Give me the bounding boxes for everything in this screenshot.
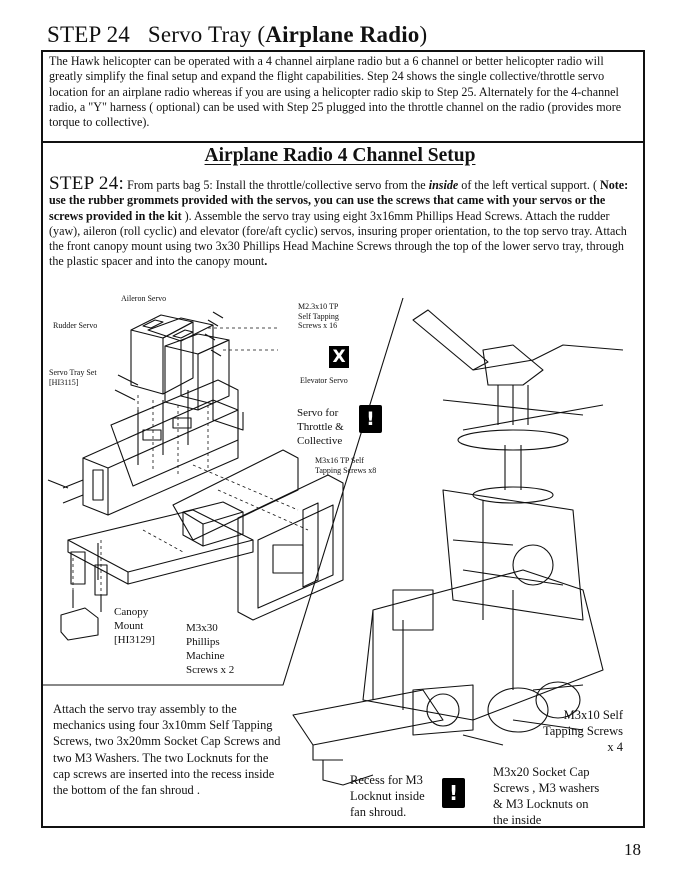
page-number: 18: [624, 840, 641, 859]
intro-paragraph: The Hawk helicopter can be operated with…: [49, 54, 622, 130]
guide-lines: [72, 327, 309, 595]
close-icon: X: [329, 346, 349, 368]
step-note: Note: use the rubber grommets provided w…: [49, 178, 629, 223]
warning-icon: !: [359, 405, 382, 433]
title-bold: Airplane Radio: [265, 22, 420, 47]
title-close: ): [419, 22, 428, 47]
step-lead: STEP 24:: [49, 173, 125, 194]
rotor-head: [412, 309, 624, 504]
title-plain: Servo Tray (: [147, 22, 266, 47]
assembly-diagram: X ! ! Aileron Servo Rudder Servo M2.3x10…: [43, 290, 643, 827]
emphasis-inside: inside: [428, 178, 459, 192]
servo-tray-set-label: Servo Tray Set[HI3115]: [49, 368, 97, 387]
elevator-servo-label: Elevator Servo: [300, 376, 348, 385]
screws-top: [47, 311, 224, 489]
assembly-illustration: [43, 297, 624, 786]
section-divider: [41, 141, 645, 143]
attachment-instructions: Attach the servo tray assembly to the me…: [53, 702, 281, 798]
content-frame: [41, 50, 645, 828]
lower-servo-tray: [67, 509, 254, 585]
canopy-mount: [60, 551, 108, 641]
warning-icon-bottom: !: [442, 778, 465, 808]
top-servos: [130, 314, 230, 411]
step-number: STEP 24: [47, 22, 130, 47]
section-title: Airplane Radio 4 Channel Setup: [204, 145, 476, 166]
aileron-servo-label: Aileron Servo: [121, 294, 167, 303]
helicopter-frame: [292, 489, 604, 786]
rudder-servo-label: Rudder Servo: [53, 321, 98, 330]
middle-frame: [172, 449, 344, 621]
page-title: STEP 24 Servo Tray (Airplane Radio): [47, 22, 427, 48]
step-instructions: STEP 24: From parts bag 5: Install the t…: [49, 173, 629, 269]
